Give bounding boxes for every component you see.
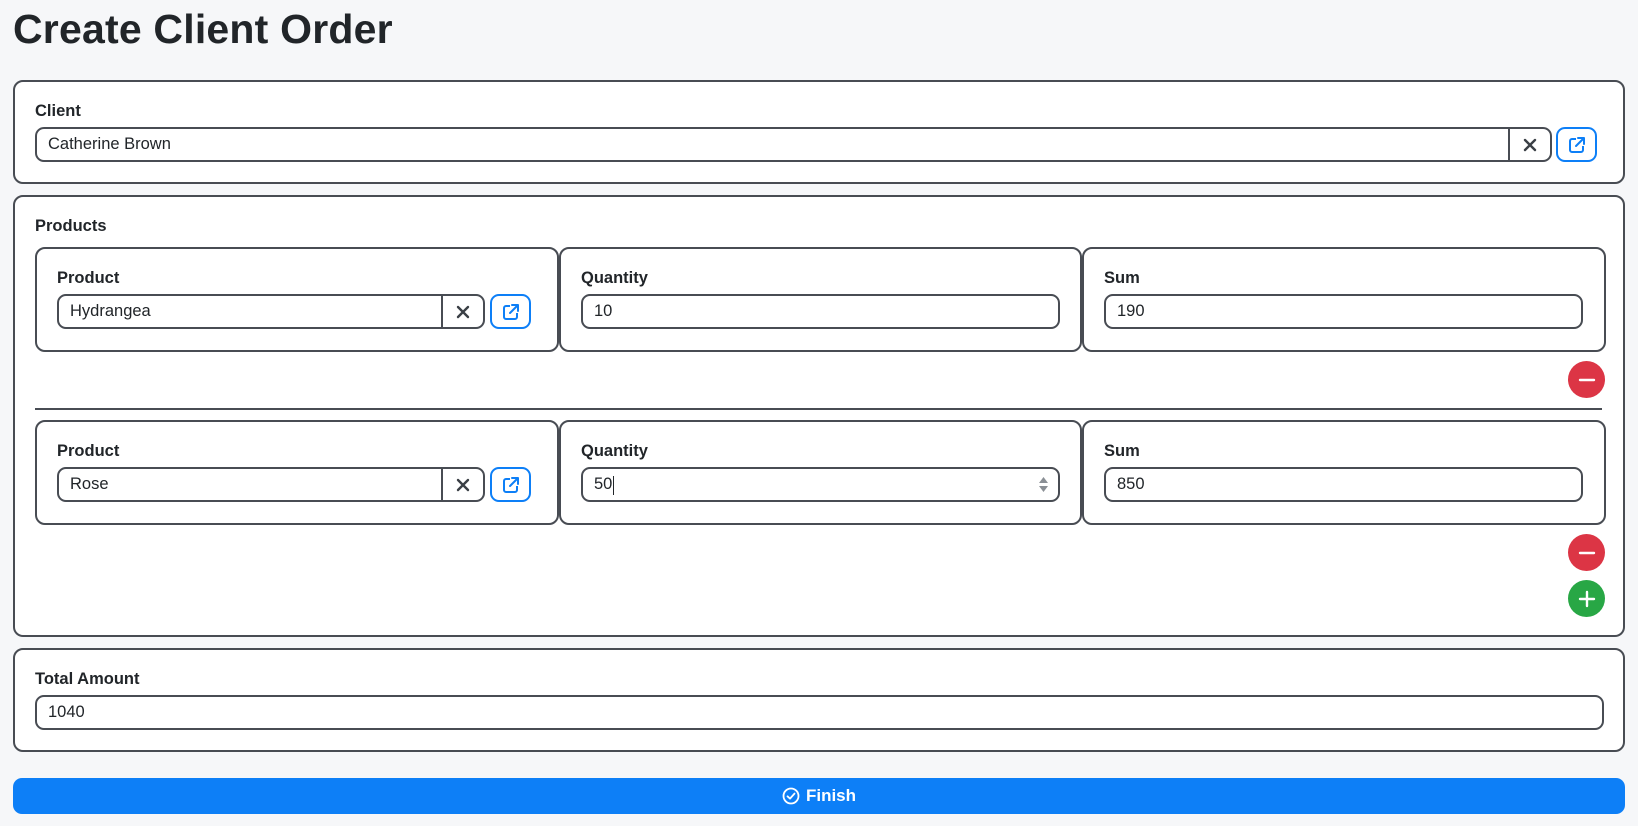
remove-product-row-2-button[interactable] xyxy=(1568,534,1605,571)
external-link-icon xyxy=(1568,136,1585,153)
spinner-up-icon[interactable] xyxy=(1039,477,1048,483)
product-input[interactable]: Hydrangea xyxy=(70,302,151,320)
external-link-icon xyxy=(502,303,519,320)
product-row-2-quantity-card: Quantity 50 xyxy=(559,420,1082,525)
client-card: Client Catherine Brown xyxy=(13,80,1625,184)
minus-circle-icon xyxy=(1578,551,1595,554)
quantity-input[interactable]: 50 xyxy=(581,467,1060,502)
x-icon xyxy=(456,305,470,318)
add-product-button[interactable] xyxy=(1568,580,1605,617)
quantity-input[interactable]: 10 xyxy=(581,294,1060,329)
product-input[interactable]: Rose xyxy=(70,475,109,493)
client-input[interactable]: Catherine Brown xyxy=(48,135,171,153)
text-caret xyxy=(613,476,614,495)
product-open-button[interactable] xyxy=(490,294,531,329)
products-label: Products xyxy=(35,217,107,235)
product-clear-button[interactable] xyxy=(441,469,483,500)
client-clear-button[interactable] xyxy=(1508,129,1550,160)
spinner-down-icon[interactable] xyxy=(1039,486,1048,492)
product-open-button[interactable] xyxy=(490,467,531,502)
product-row-1-product-card: Product Hydrangea xyxy=(35,247,559,352)
product-select[interactable]: Hydrangea xyxy=(57,294,485,329)
product-row-2-product-card: Product Rose xyxy=(35,420,559,525)
minus-circle-icon xyxy=(1578,378,1595,381)
product-select[interactable]: Rose xyxy=(57,467,485,502)
product-label: Product xyxy=(57,269,120,287)
sum-label: Sum xyxy=(1104,269,1140,287)
product-row-1-sum-card: Sum 190 xyxy=(1082,247,1606,352)
quantity-value: 50 xyxy=(594,475,613,493)
x-icon xyxy=(1523,138,1537,151)
quantity-label: Quantity xyxy=(581,269,648,287)
quantity-label: Quantity xyxy=(581,442,648,460)
plus-circle-icon xyxy=(1578,590,1595,607)
check-circle-icon xyxy=(782,787,800,805)
finish-label: Finish xyxy=(805,786,857,805)
product-label: Product xyxy=(57,442,120,460)
total-input[interactable]: 1040 xyxy=(35,695,1604,730)
finish-button[interactable]: Finish xyxy=(13,778,1625,814)
product-clear-button[interactable] xyxy=(441,296,483,327)
sum-label: Sum xyxy=(1104,442,1140,460)
product-row-1-quantity-card: Quantity 10 xyxy=(559,247,1082,352)
row-separator xyxy=(35,408,1602,410)
product-row-2-sum-card: Sum 850 xyxy=(1082,420,1606,525)
sum-input[interactable]: 850 xyxy=(1104,467,1583,502)
client-select[interactable]: Catherine Brown xyxy=(35,127,1552,162)
total-label: Total Amount xyxy=(35,670,140,688)
client-open-button[interactable] xyxy=(1556,127,1597,162)
sum-input[interactable]: 190 xyxy=(1104,294,1583,329)
client-label: Client xyxy=(35,102,81,120)
products-card: Products Product Hydrangea Quantity 10 S… xyxy=(13,195,1625,637)
x-icon xyxy=(456,478,470,491)
quantity-spinner[interactable] xyxy=(1039,477,1048,492)
remove-product-row-1-button[interactable] xyxy=(1568,361,1605,398)
page-title: Create Client Order xyxy=(13,6,393,52)
external-link-icon xyxy=(502,476,519,493)
total-card: Total Amount 1040 xyxy=(13,648,1625,752)
